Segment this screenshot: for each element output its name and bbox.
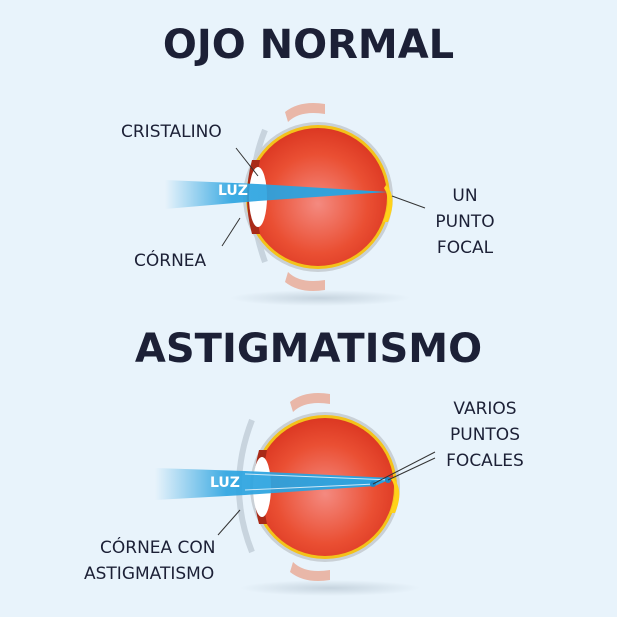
focal-line-2: PUNTO [435, 212, 495, 232]
focal-points-line-1: VARIOS [453, 399, 517, 419]
normal-eye-illustration [165, 103, 426, 306]
astigmatism-title: ASTIGMATISMO [134, 326, 483, 372]
light-label-astig: LUZ [210, 475, 240, 491]
cornea-astig-label: CÓRNEA CON ASTIGMATISMO [84, 535, 216, 587]
astigmatism-eye-illustration [155, 393, 436, 596]
lens-label: CRISTALINO [121, 122, 222, 142]
cornea-line-1: CÓRNEA CON [100, 538, 216, 558]
focal-points-label: VARIOS PUNTOS FOCALES [430, 396, 540, 474]
focal-points-line-2: PUNTOS [450, 425, 520, 445]
cornea-line-2: ASTIGMATISMO [84, 564, 215, 584]
focal-line-1: UN [452, 186, 478, 206]
focal-points-line-3: FOCALES [446, 451, 524, 471]
focal-point-label: UN PUNTO FOCAL [420, 183, 510, 261]
light-label: LUZ [218, 183, 248, 199]
cornea-label: CÓRNEA [134, 251, 207, 271]
normal-eye-title: OJO NORMAL [162, 22, 455, 68]
focal-line-3: FOCAL [436, 238, 494, 258]
